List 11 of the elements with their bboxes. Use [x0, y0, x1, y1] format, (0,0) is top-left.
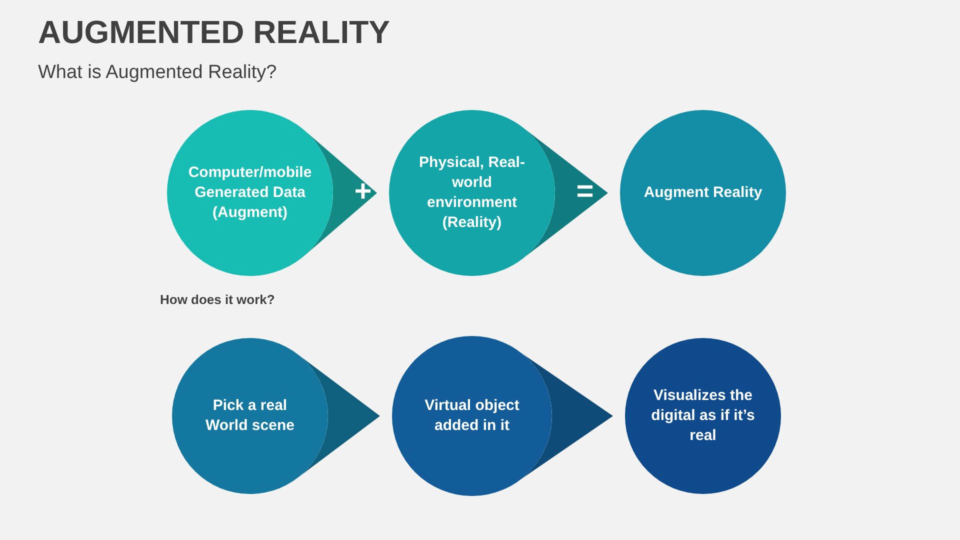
title: AUGMENTED REALITY — [38, 14, 390, 51]
section-heading: How does it work? — [160, 292, 275, 307]
step-text: Pick a real World scene — [204, 396, 296, 436]
step-text: Visualizes the digital as if it’s real — [650, 386, 756, 446]
step-text: Virtual object added in it — [424, 396, 520, 436]
operator-symbol: = — [575, 177, 595, 207]
subtitle: What is Augmented Reality? — [38, 62, 277, 84]
step-text: Computer/mobile Generated Data (Augment) — [188, 162, 312, 224]
operator-symbol: + — [353, 177, 373, 207]
step-text: Physical, Real-world environment (Reality) — [418, 152, 526, 234]
step-text: Augment Reality — [644, 182, 762, 203]
